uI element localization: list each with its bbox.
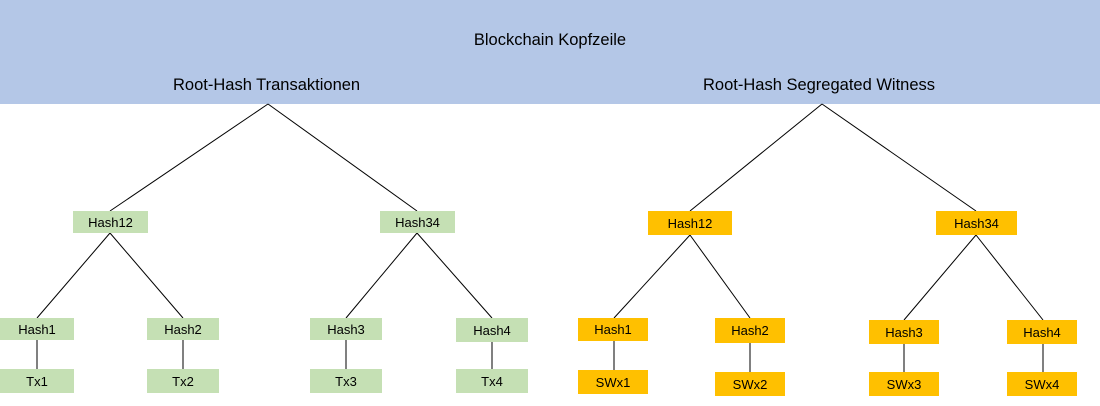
edge-left-hash34-to-hash4 — [416, 232, 493, 319]
left-node-hash12: Hash12 — [73, 211, 148, 233]
left-leaf-tx3: Tx3 — [310, 369, 382, 393]
right-leaf-swx2: SWx2 — [715, 372, 785, 396]
edge-left-hash12-to-hash2 — [109, 232, 184, 319]
left-node-hash2: Hash2 — [147, 318, 219, 340]
right-node-hash4: Hash4 — [1007, 320, 1077, 344]
edge-right-hash12-to-hash2 — [689, 234, 751, 319]
edge-right-hash34-to-hash4 — [975, 234, 1044, 321]
left-leaf-tx1: Tx1 — [0, 369, 74, 393]
left-node-hash3: Hash3 — [310, 318, 382, 340]
edge-right-hash34-to-hash3 — [903, 234, 977, 321]
root-label-transactions: Root-Hash Transaktionen — [173, 76, 361, 94]
edge-root-left-to-hash12 — [109, 103, 269, 212]
left-node-hash4: Hash4 — [456, 318, 528, 342]
right-leaf-swx3: SWx3 — [869, 372, 939, 396]
root-label-segwit: Root-Hash Segregated Witness — [703, 76, 936, 94]
right-node-hash12: Hash12 — [648, 211, 732, 235]
right-leaf-swx4: SWx4 — [1007, 372, 1077, 396]
edge-root-right-to-hash12 — [689, 103, 823, 212]
left-node-hash34: Hash34 — [380, 211, 455, 233]
edge-left-hash12-to-hash1 — [36, 232, 111, 319]
right-leaf-swx1: SWx1 — [578, 370, 648, 394]
edge-right-hash12-to-hash1 — [613, 234, 691, 319]
header-title: Blockchain Kopfzeile — [473, 31, 627, 49]
edge-root-right-to-hash34 — [821, 103, 977, 212]
left-leaf-tx4: Tx4 — [456, 369, 528, 393]
left-leaf-tx2: Tx2 — [147, 369, 219, 393]
blockchain-header-band — [0, 0, 1100, 104]
edge-root-left-to-hash34 — [267, 103, 418, 212]
right-node-hash2: Hash2 — [715, 318, 785, 343]
right-node-hash34: Hash34 — [936, 211, 1017, 235]
edge-left-hash34-to-hash3 — [345, 232, 418, 319]
left-node-hash1: Hash1 — [0, 318, 74, 340]
right-node-hash3: Hash3 — [869, 320, 939, 344]
right-node-hash1: Hash1 — [578, 318, 648, 341]
